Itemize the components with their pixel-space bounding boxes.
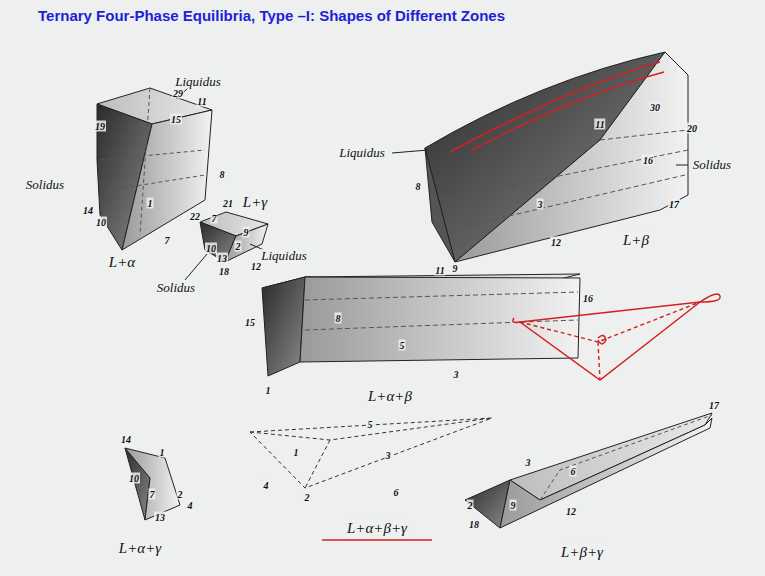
callout-number: 20 [686,123,698,134]
callout-number: 1 [293,447,300,458]
drawing-stroke [513,294,720,323]
callout-number: 29 [172,88,184,99]
drawing-stroke [425,148,455,262]
phase-zone-label: L+α+β [367,388,413,405]
callout-number: 3 [537,199,544,210]
callout-number: 16 [582,293,594,304]
surface-label: Solidus [156,281,196,295]
callout-number: 2 [304,492,311,503]
phase-zone-label: L+γ [242,194,268,211]
callout-number: 1 [159,447,166,458]
callout-number: 13 [216,253,228,264]
four-phase-tetrahedron [250,418,492,540]
callout-number: 3 [525,457,532,468]
callout-number: 15 [170,114,182,125]
callout-number: 4 [187,500,194,511]
surface-label: Liquidus [338,146,386,160]
callout-number: 30 [649,102,661,113]
drawing-stroke [322,539,432,541]
drawing-stroke [440,130,688,225]
callout-number: 21 [222,198,234,209]
callout-number: 1 [147,198,154,209]
callout-number: 7 [211,213,218,224]
callout-number: 14 [82,205,94,216]
l-gamma-solid [185,212,268,280]
surface-label: Solidus [692,158,732,172]
drawing-stroke [450,62,664,152]
callout-number: 10 [95,217,107,228]
callout-number: 18 [468,519,480,530]
callout-number: 8 [335,313,342,324]
callout-number: 14 [120,434,132,445]
surface-label: Solidus [25,178,65,192]
drawing-stroke [262,277,305,376]
drawing-stroke [305,292,578,330]
drawing-stroke [598,335,606,344]
l-alpha-solid [97,88,212,250]
callout-number: 11 [196,96,207,107]
phase-zone-label: L+β [622,232,650,249]
callout-number: 10 [128,473,140,484]
callout-number: 2 [235,241,242,252]
drawing-stroke [540,415,712,500]
surface-label: Liquidus [260,249,308,263]
callout-number: 9 [243,227,250,238]
callout-number: 19 [94,121,106,132]
phase-zone-label: L+β+γ [560,544,604,561]
callout-number: 13 [154,512,166,523]
drawing-stroke [185,244,264,280]
callout-number: 6 [570,466,577,477]
callout-number: 5 [399,340,406,351]
drawing-stroke [125,448,180,520]
callout-number: 17 [668,199,680,210]
drawing-stroke [455,52,688,262]
drawing-stroke [520,302,700,380]
callout-number: 3 [385,450,392,461]
callout-number: 8 [219,169,226,180]
drawing-stroke [500,418,712,528]
slide-title: Ternary Four-Phase Equilibria, Type –I: … [38,7,505,24]
callout-number: 6 [393,487,400,498]
callout-number: 11 [434,265,445,276]
callout-number: 3 [453,369,460,380]
drawing-stroke [392,150,688,165]
drawing-stroke [250,418,492,488]
callout-number: 12 [250,261,262,272]
callout-number: 7 [164,235,171,246]
callout-number: 8 [415,181,422,192]
callout-number: 2 [177,489,184,500]
callout-number: 7 [149,489,156,500]
l-beta-gamma-solid [465,413,712,528]
callout-number: 12 [550,237,562,248]
callout-number: 9 [452,263,459,274]
l-alpha-beta-solid [262,274,580,376]
callout-number: 9 [510,500,517,511]
drawing-stroke [100,88,205,235]
phase-zone-label: L+α+β+γ [346,520,408,537]
callout-number: 15 [244,317,256,328]
drawing-stroke [510,413,712,500]
callout-number: 16 [642,155,654,166]
callout-number: 12 [565,506,577,517]
drawing-stroke [520,302,700,380]
callout-number: 17 [708,400,720,411]
l-alpha-gamma-solid [125,448,180,520]
callout-number: 11 [594,119,605,130]
phase-zone-label: L+α [108,254,136,271]
l-beta-solid [392,52,688,262]
phase-zone-label: L+α+γ [118,540,162,557]
callout-number: 1 [265,385,272,396]
annotation-sketch [513,294,720,380]
callout-number: 18 [218,266,230,277]
callout-number: 5 [367,419,374,430]
callout-number: 2 [467,500,474,511]
callout-number: 4 [263,480,270,491]
drawing-stroke [122,110,212,250]
callout-number: 22 [189,211,201,222]
